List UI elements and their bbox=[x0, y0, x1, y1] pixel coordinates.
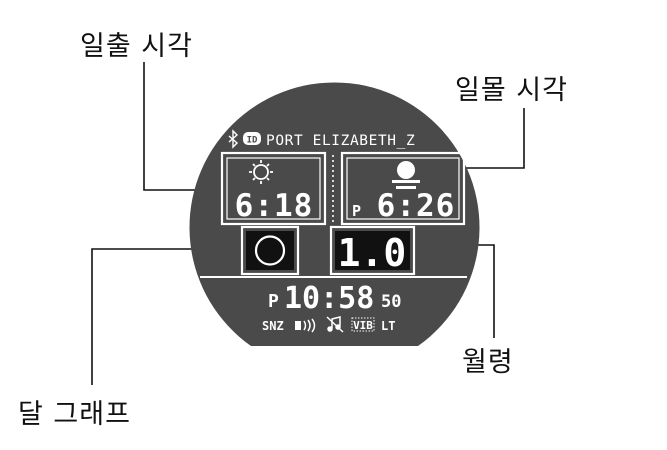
watch-display: ID PORT ELIZABETH_Z 6:18 P 6:26 bbox=[189, 82, 480, 346]
status-lt: LT bbox=[381, 319, 395, 333]
moon-age-value: 1.0 bbox=[338, 231, 407, 275]
moon-graph-icon bbox=[254, 235, 286, 266]
vib-indicator: VIB bbox=[351, 317, 375, 332]
svg-text:VIB: VIB bbox=[353, 319, 373, 332]
bluetooth-icon bbox=[228, 129, 239, 149]
city-name: PORT ELIZABETH_Z bbox=[266, 133, 415, 149]
sunset-icon bbox=[392, 161, 420, 189]
signal-icon bbox=[295, 318, 316, 333]
moon-age-box bbox=[329, 225, 416, 276]
clock-seconds: 50 bbox=[381, 292, 401, 312]
sunset-callout-label: 일몰 시각 bbox=[455, 75, 568, 106]
mute-icon bbox=[326, 316, 344, 333]
moon-graph-callout-label: 달 그래프 bbox=[18, 399, 131, 430]
clock-ampm: P bbox=[268, 291, 279, 312]
clock-time: 10:58 bbox=[284, 281, 374, 316]
sunset-ampm: P bbox=[352, 202, 361, 220]
sunrise-box bbox=[220, 151, 327, 226]
sun-icon bbox=[249, 160, 273, 184]
city-badge-icon: ID bbox=[243, 132, 261, 146]
status-snz: SNZ bbox=[262, 319, 284, 333]
moon-graph-box bbox=[240, 225, 300, 276]
sunset-box bbox=[340, 151, 466, 226]
svg-text:ID: ID bbox=[247, 136, 258, 146]
moon-age-callout-label: 월령 bbox=[462, 347, 514, 378]
watch-bezel bbox=[189, 82, 480, 346]
sunrise-callout-label: 일출 시각 bbox=[80, 31, 193, 62]
sunrise-time: 6:18 bbox=[235, 188, 314, 224]
sunset-time: 6:26 bbox=[377, 188, 456, 224]
sunset-leader-line bbox=[464, 108, 525, 169]
